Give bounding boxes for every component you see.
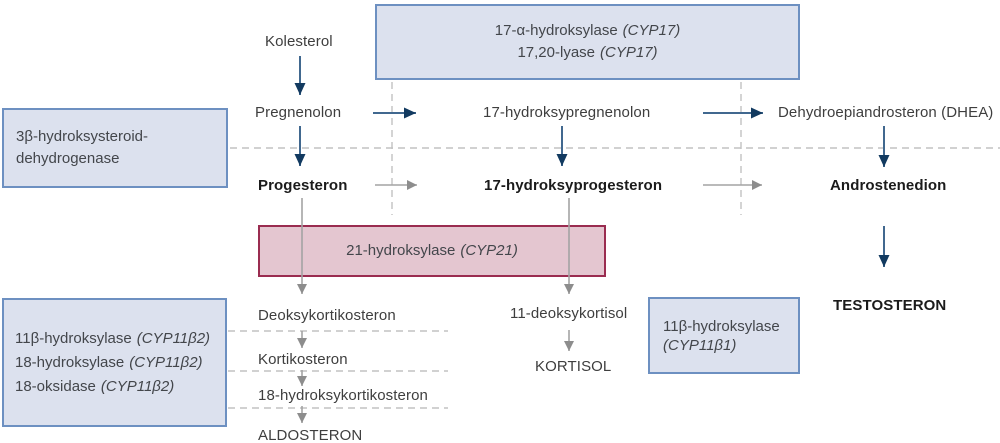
enzyme-box-3b-hsd: 3β-hydroksysteroid- dehydrogenase bbox=[2, 108, 228, 188]
node-aldosteron: ALDOSTERON bbox=[258, 427, 363, 443]
enzyme-cyp17-line1: 17-α-hydroksylase(CYP17) bbox=[494, 22, 681, 39]
node-progesteron: Progesteron bbox=[258, 177, 348, 194]
enzyme-cyp17-line2: 17,20-lyase(CYP17) bbox=[517, 44, 658, 61]
node-kortikosteron: Kortikosteron bbox=[258, 351, 348, 368]
node-17-hydroksypregnenolon: 17-hydroksypregnenolon bbox=[483, 104, 651, 121]
enzyme-cyp11b2-line1: 11β-hydroksylase(CYP11β2) bbox=[15, 329, 211, 347]
node-androstenedion: Androstenedion bbox=[830, 177, 947, 194]
enzyme-cyp11b1-line1: 11β-hydroksylase bbox=[663, 317, 780, 335]
enzyme-3b-hsd-line2: dehydrogenase bbox=[16, 150, 120, 167]
enzyme-cyp21-line: 21-hydroksylase(CYP21) bbox=[346, 242, 518, 259]
enzyme-cyp11b2-line2: 18-hydroksylase(CYP11β2) bbox=[15, 353, 203, 371]
enzyme-cyp11b1-line2: (CYP11β1) bbox=[663, 336, 737, 354]
node-kolesterol: Kolesterol bbox=[265, 33, 333, 50]
enzyme-box-cyp17: 17-α-hydroksylase(CYP17) 17,20-lyase(CYP… bbox=[375, 4, 800, 80]
node-17-hydroksyprogesteron: 17-hydroksyprogesteron bbox=[484, 177, 663, 194]
enzyme-cyp11b2-line3: 18-oksidase(CYP11β2) bbox=[15, 377, 175, 395]
node-deoksykortikosteron: Deoksykortikosteron bbox=[258, 307, 396, 324]
node-kortisol: KORTISOL bbox=[535, 358, 612, 375]
enzyme-box-cyp11b1: 11β-hydroksylase (CYP11β1) bbox=[648, 297, 800, 374]
node-18-hydroksykortikosteron: 18-hydroksykortikosteron bbox=[258, 387, 428, 404]
node-testosteron: TESTOSTERON bbox=[833, 297, 947, 314]
enzyme-3b-hsd-line1: 3β-hydroksysteroid- bbox=[16, 128, 149, 145]
enzyme-box-cyp21: 21-hydroksylase(CYP21) bbox=[258, 225, 606, 277]
node-pregnenolon: Pregnenolon bbox=[255, 104, 342, 121]
enzyme-box-cyp11b2: 11β-hydroksylase(CYP11β2) 18-hydroksylas… bbox=[2, 298, 227, 427]
node-dhea: Dehydroepiandrosteron (DHEA) bbox=[778, 104, 994, 121]
node-11-deoksykortisol: 11-deoksykortisol bbox=[510, 305, 628, 322]
